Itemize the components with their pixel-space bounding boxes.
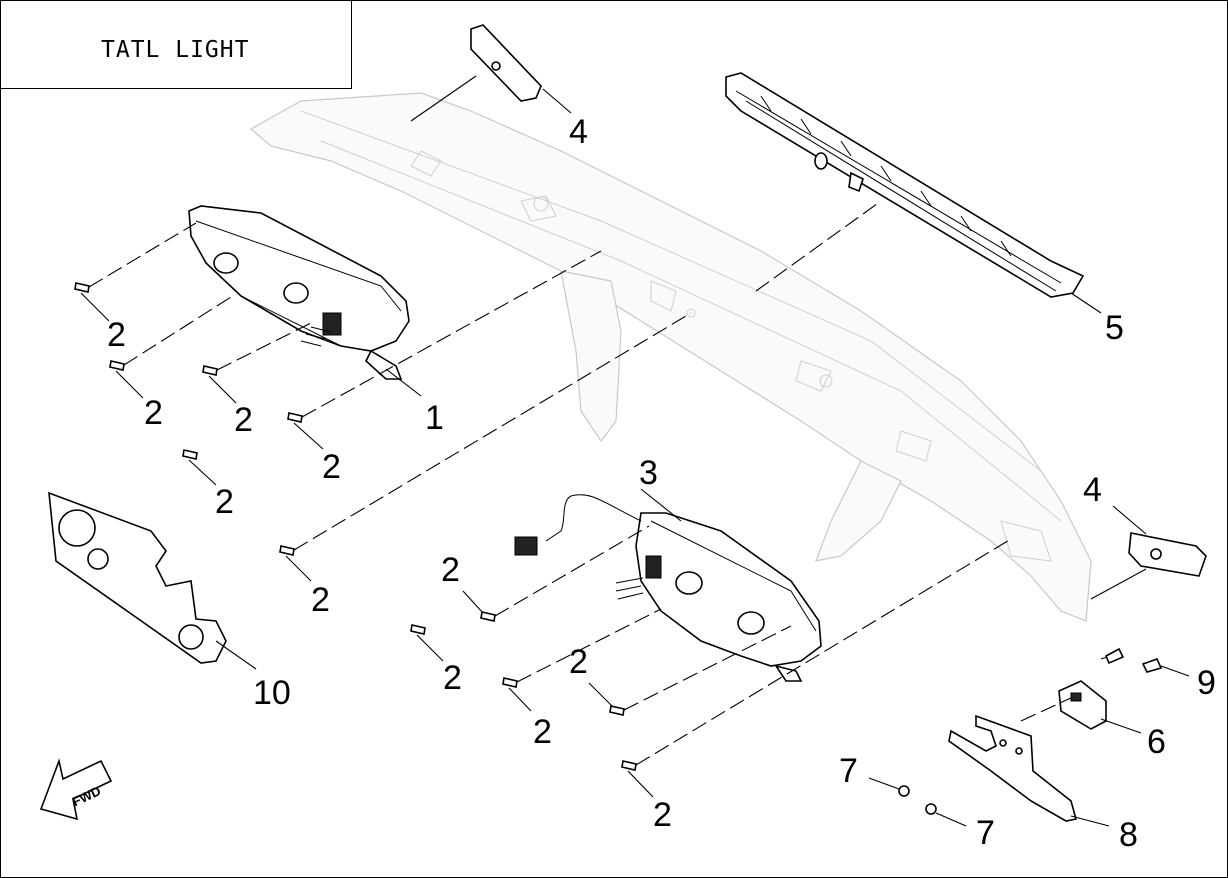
callout-2: 2 xyxy=(215,483,234,521)
callout-7: 7 xyxy=(839,752,858,790)
callout-2: 2 xyxy=(322,448,341,486)
page-title: TATL LIGHT xyxy=(101,37,250,63)
callout-5: 5 xyxy=(1105,309,1124,347)
callout-6: 6 xyxy=(1147,723,1166,761)
title-block: TATL LIGHT xyxy=(1,1,352,89)
callout-2: 2 xyxy=(653,796,672,834)
reflector-right xyxy=(1128,532,1207,577)
callout-7: 7 xyxy=(976,814,995,852)
bolt-upper xyxy=(1100,647,1125,665)
callout-10: 10 xyxy=(253,674,291,712)
callout-2: 2 xyxy=(533,713,552,751)
fwd-arrow-icon: FWD xyxy=(39,758,113,821)
nut-lower xyxy=(925,803,937,815)
callout-8: 8 xyxy=(1119,816,1138,854)
leader-lines xyxy=(80,75,1190,827)
callout-2: 2 xyxy=(234,401,253,439)
callout-2: 2 xyxy=(311,581,330,619)
callout-2: 2 xyxy=(144,394,163,432)
callout-9: 9 xyxy=(1197,664,1216,702)
callout-1: 1 xyxy=(425,399,444,437)
heat-shield xyxy=(48,491,227,664)
rear-frame-ghost xyxy=(249,92,1092,622)
license-lamp xyxy=(1058,680,1107,730)
callout-3: 3 xyxy=(639,454,658,492)
callout-numbers: 1 2 2 2 2 2 2 2 2 2 2 2 3 4 4 5 6 7 7 8 … xyxy=(107,113,1216,854)
callout-2: 2 xyxy=(443,659,462,697)
light-bar xyxy=(725,72,1085,298)
bolt-right xyxy=(1141,657,1163,673)
reflector-top xyxy=(470,24,542,102)
screws xyxy=(74,282,637,771)
assembly-lines xyxy=(88,200,1074,766)
right-tail-light xyxy=(514,494,822,682)
callout-2: 2 xyxy=(569,643,588,681)
callout-4: 4 xyxy=(1083,471,1102,509)
callout-2: 2 xyxy=(107,316,126,354)
callout-2: 2 xyxy=(441,551,460,589)
left-tail-light xyxy=(188,205,410,380)
nut-upper xyxy=(898,785,910,797)
license-bracket xyxy=(948,714,1078,822)
callout-4: 4 xyxy=(569,113,588,151)
